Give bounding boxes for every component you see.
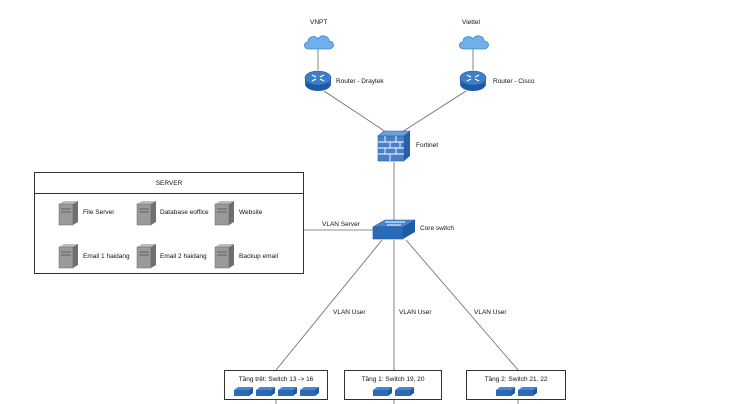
server-label-email-1: Email 1 haidang	[83, 253, 130, 260]
server-icon	[214, 244, 234, 269]
switch-icon	[300, 387, 319, 396]
cloud-icon	[303, 35, 334, 50]
isp-vnpt-label: VNPT	[310, 19, 328, 26]
server-icon	[58, 201, 78, 226]
server-group-header: SERVER	[35, 173, 303, 194]
router-draytek-label: Router - Draytek	[336, 78, 384, 85]
isp-viettel-label: Viettel	[462, 19, 480, 26]
switch-icon	[234, 387, 253, 396]
switch-icon	[518, 387, 537, 396]
firewall-label: Fortinet	[416, 142, 439, 149]
floor-switches	[373, 387, 414, 396]
server-label-backup-email: Backup email	[239, 253, 279, 260]
cloud-icon	[458, 35, 489, 50]
server-group: SERVER File Server Database eoffice Webs…	[34, 172, 304, 274]
link-cisco-fortinet	[401, 90, 467, 133]
floor-switches	[234, 387, 319, 396]
server-icon	[136, 201, 156, 226]
vlan-user-label-right: VLAN User	[474, 309, 507, 316]
vlan-server-label: VLAN Server	[322, 221, 360, 228]
link-core-floor-2	[405, 239, 519, 371]
router-icon	[304, 70, 332, 91]
server-label-email-2: Email 2 haidang	[160, 253, 207, 260]
floor-1-label: Tầng 1: Switch 19, 20	[361, 376, 425, 383]
router-icon	[459, 70, 487, 91]
server-group-title: SERVER	[155, 180, 183, 187]
floor-switches	[496, 387, 537, 396]
switch-icon	[373, 387, 392, 396]
switch-icon	[278, 387, 297, 396]
floor-2-label: Tầng 2: Switch 21, 22	[484, 376, 548, 383]
server-label-file-server: File Server	[83, 209, 115, 216]
vlan-user-label-center: VLAN User	[399, 309, 432, 316]
core-switch-label: Core switch	[420, 225, 454, 232]
server-icon	[136, 244, 156, 269]
switch-icon	[256, 387, 275, 396]
link-draytek-fortinet	[323, 90, 387, 133]
firewall-icon	[377, 130, 411, 162]
floor-ground-group: Tầng trệt: Switch 13 -> 16	[224, 370, 328, 400]
vlan-user-label-left: VLAN User	[333, 309, 366, 316]
core-switch-icon	[372, 219, 416, 240]
router-cisco-label: Router - Cisco	[493, 78, 535, 85]
server-label-website: Website	[239, 209, 263, 216]
server-icon	[58, 244, 78, 269]
floor-2-group: Tầng 2: Switch 21, 22	[466, 370, 566, 400]
switch-icon	[496, 387, 515, 396]
server-label-database-eoffice: Database eoffice	[160, 209, 209, 216]
switch-icon	[395, 387, 414, 396]
floor-1-group: Tầng 1: Switch 19, 20	[344, 370, 442, 400]
server-icon	[214, 201, 234, 226]
link-core-floor-ground	[275, 239, 383, 371]
floor-ground-label: Tầng trệt: Switch 13 -> 16	[238, 376, 314, 383]
